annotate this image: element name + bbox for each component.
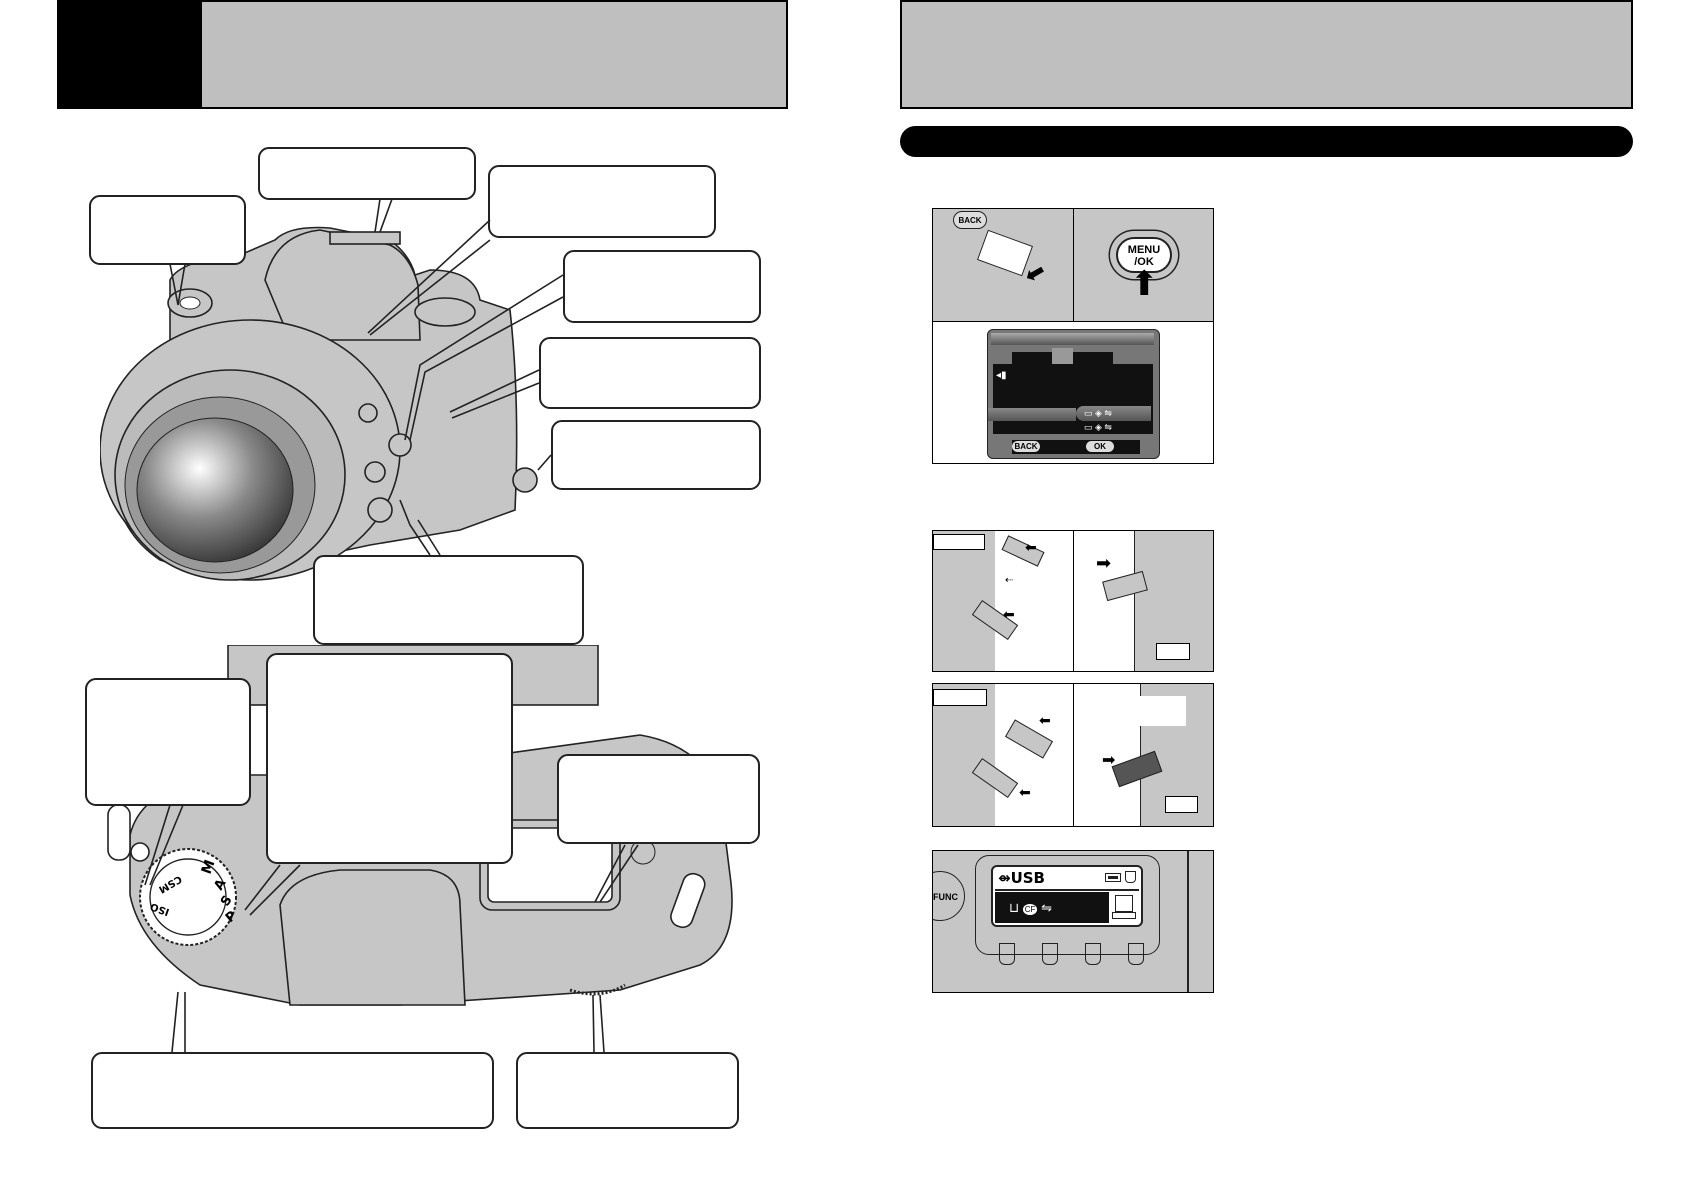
callout-command-dial-front xyxy=(539,337,761,409)
usb-cable-connector xyxy=(1001,535,1045,567)
chapter-number-block xyxy=(57,0,204,109)
camera-label-box xyxy=(933,534,985,550)
callout-top-lcd-panel xyxy=(557,754,760,844)
callout-mode-dial-lock xyxy=(85,678,251,806)
media-row: ⊔ CF ⇋ xyxy=(995,892,1109,923)
mode-dial-label-m: M xyxy=(199,858,219,877)
callout-af-assist-lamp xyxy=(488,165,716,238)
menu-selected-option: ▭ ◈ ⇋ xyxy=(1076,406,1151,421)
camera-label-box xyxy=(933,689,987,706)
card-icon xyxy=(1125,871,1136,883)
lcd-back-button: BACK xyxy=(1012,441,1040,452)
speaker-icon: ◂▮ xyxy=(996,370,1007,381)
left-page-title-band xyxy=(202,0,788,109)
card-slot-panel: BACK ⬅ xyxy=(933,209,1074,322)
insert-arrow-icon: ⬅ xyxy=(1003,606,1015,622)
lcd-menu-screen: ◂▮ ▭ ◈ ⇋ ▭ ◈ ⇋ BACK OK xyxy=(987,329,1160,459)
back-button: BACK xyxy=(953,211,987,229)
insert-arrow-icon: ⬅ xyxy=(1025,539,1037,555)
menu-ok-button: MENU /OK xyxy=(1116,237,1172,273)
transfer-arrows-icon: ⇋ xyxy=(1041,900,1052,915)
step2-usb-illustration: ⇠ ⬅ ⬅ ➡ xyxy=(932,530,1214,672)
usb-symbol-icon: ⇠ xyxy=(1005,575,1014,586)
callout-lens-release-button xyxy=(313,555,584,645)
insert-arrow-icon: ➡ xyxy=(1096,553,1112,573)
menu-highlight-row xyxy=(988,408,1076,421)
section-heading-bar xyxy=(900,126,1633,157)
step3-firewire-illustration: ⬅ ⬅ ➡ xyxy=(932,683,1214,827)
press-arrow-icon: ⬆ xyxy=(1130,265,1159,303)
insert-arrow-icon: ⬅ xyxy=(1019,784,1031,800)
cf-card-icon: CF xyxy=(1022,904,1038,915)
callout-drive-dial xyxy=(91,1052,494,1129)
right-page-title-band xyxy=(900,0,1633,109)
menu-option-2: ▭ ◈ ⇋ xyxy=(1084,422,1112,432)
step4-lcd-illustration: FUNC ⇴USB ⊔ CF ⇋ xyxy=(932,850,1214,993)
func-button: FUNC xyxy=(933,871,965,921)
insert-arrow-icon: ➡ xyxy=(1102,752,1116,769)
step1-illustration: BACK ⬅ MENU /OK ⬆ ◂▮ ▭ ◈ ⇋ ▭ ◈ ⇋ BACK OK xyxy=(932,208,1214,464)
callout-shutter-button xyxy=(89,195,246,265)
callout-hot-shoe xyxy=(258,147,476,200)
menu-ok-panel: MENU /OK ⬆ xyxy=(1074,209,1213,322)
usb-lcd-screen: ⇴USB ⊔ CF ⇋ xyxy=(991,865,1143,927)
pc-base-icon xyxy=(1112,912,1136,919)
pc-label-box xyxy=(1165,796,1198,813)
battery-icon xyxy=(1105,873,1121,882)
lcd-ok-button: OK xyxy=(1086,441,1114,452)
insert-arrow-icon: ⬅ xyxy=(1039,712,1051,728)
callout-side-button xyxy=(551,420,761,490)
pc-label-box xyxy=(1156,643,1190,660)
callout-rear-command-dial xyxy=(516,1052,739,1129)
xd-card-icon: ⊔ xyxy=(1009,900,1020,915)
callout-flash-button xyxy=(563,250,761,323)
callout-mode-dial xyxy=(266,653,513,864)
usb-icon: ⇴ xyxy=(998,869,1011,887)
pc-monitor-icon xyxy=(1115,895,1133,912)
pc-port-label-box xyxy=(1136,696,1186,726)
usb-title: ⇴USB xyxy=(998,869,1045,887)
